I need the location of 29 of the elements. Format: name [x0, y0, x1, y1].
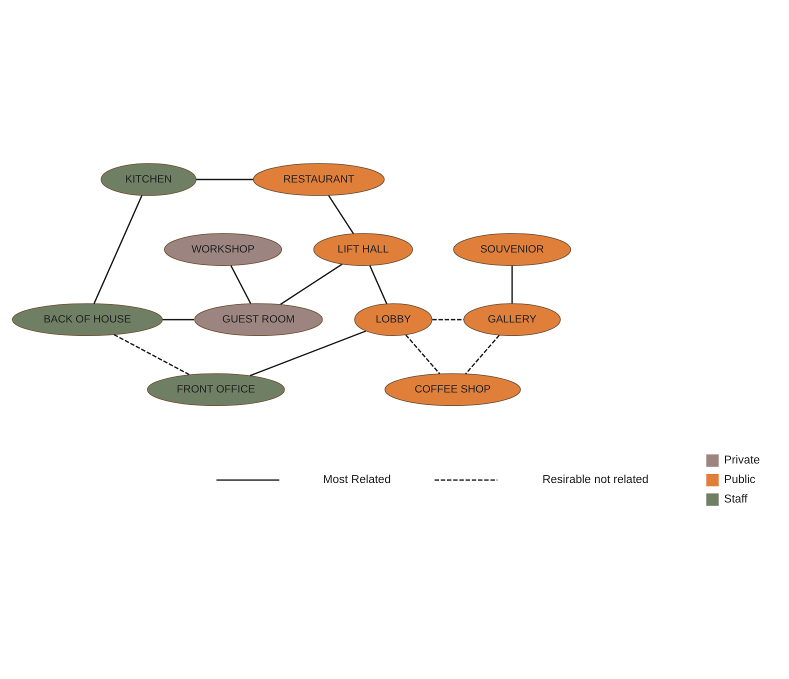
node-ellipse: FRONT OFFICE: [147, 372, 285, 406]
connector: [369, 264, 388, 304]
node-ellipse: COFFEE SHOP: [384, 372, 521, 406]
connector: [93, 194, 143, 304]
connector: [280, 263, 343, 304]
legend-label: Staff: [724, 493, 748, 506]
connector: [511, 265, 513, 304]
connector: [114, 334, 190, 375]
node-ellipse: GUEST ROOM: [194, 302, 323, 336]
connector: [230, 264, 252, 304]
connector: [162, 318, 194, 320]
connector: [405, 334, 440, 374]
connector: [250, 330, 366, 376]
node-ellipse: KITCHEN: [100, 162, 196, 196]
node-ellipse: SOUVENIOR: [453, 232, 572, 266]
node-ellipse: WORKSHOP: [164, 232, 282, 266]
legend-label: Most Related: [323, 474, 391, 486]
connector: [465, 334, 500, 374]
node-ellipse: RESTAURANT: [252, 162, 385, 196]
node-ellipse: BACK OF HOUSE: [12, 302, 163, 336]
node-ellipse: LOBBY: [354, 302, 432, 336]
connector: [196, 178, 254, 180]
legend-label: Resirable not related: [542, 474, 649, 486]
legend-label: Public: [724, 474, 756, 486]
node-ellipse: GALLERY: [463, 302, 561, 336]
connector: [432, 318, 464, 320]
node-ellipse: LIFT HALL: [313, 232, 413, 266]
connector: [328, 194, 354, 234]
legend-label: Private: [724, 454, 760, 466]
